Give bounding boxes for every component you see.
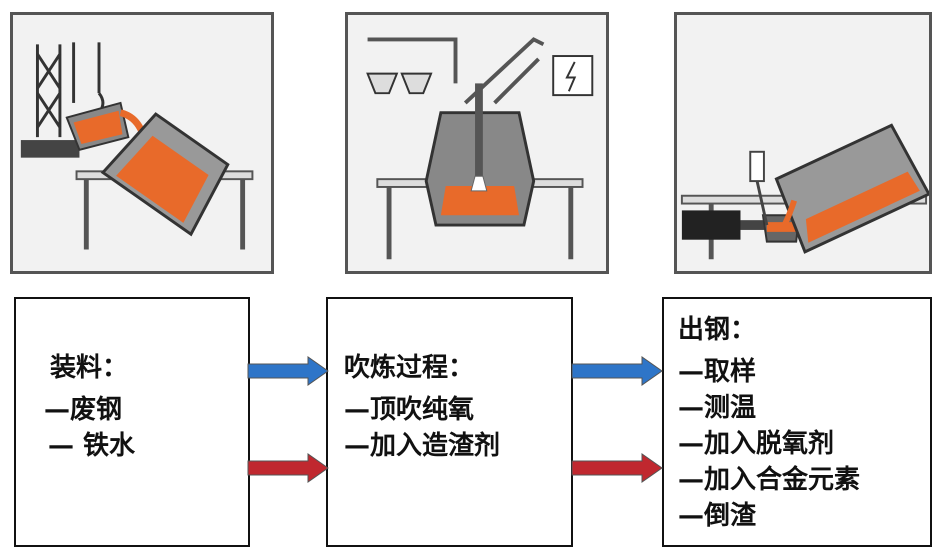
red-arrow-1 — [247, 453, 329, 483]
step-item: —加入造渣剂 — [344, 431, 501, 461]
tapping-scene — [680, 123, 929, 260]
step-box-tapping: 出钢： —取样 —测温 —加入脱氧剂 —加入合金元素 —倒渣 — [662, 297, 932, 547]
step-item: —取样 — [678, 357, 757, 387]
blowing-illustration — [345, 12, 609, 274]
step-item: —加入合金元素 — [678, 465, 861, 495]
blowing-scene — [366, 37, 594, 260]
step-item: — 铁水 — [48, 431, 136, 461]
red-arrow-2 — [571, 453, 663, 483]
step-box-blowing: 吹炼过程： —顶吹纯氧 —加入造渣剂 — [326, 297, 573, 547]
step-box-charging: 装料： —废钢 — 铁水 — [14, 297, 250, 547]
charging-scene — [20, 42, 254, 250]
step-title: 装料： — [50, 353, 129, 383]
step-item: —废钢 — [44, 395, 123, 425]
blue-arrow-1 — [247, 356, 329, 386]
step-title: 吹炼过程： — [344, 353, 475, 383]
step-item: —倒渣 — [678, 501, 757, 531]
step-item: —加入脱氧剂 — [678, 429, 835, 459]
step-item: —顶吹纯氧 — [344, 395, 475, 425]
step-title: 出钢： — [678, 315, 757, 345]
blue-arrow-2 — [571, 356, 663, 386]
charging-illustration — [10, 12, 274, 274]
step-item: —测温 — [678, 393, 757, 423]
tapping-illustration — [674, 12, 932, 274]
